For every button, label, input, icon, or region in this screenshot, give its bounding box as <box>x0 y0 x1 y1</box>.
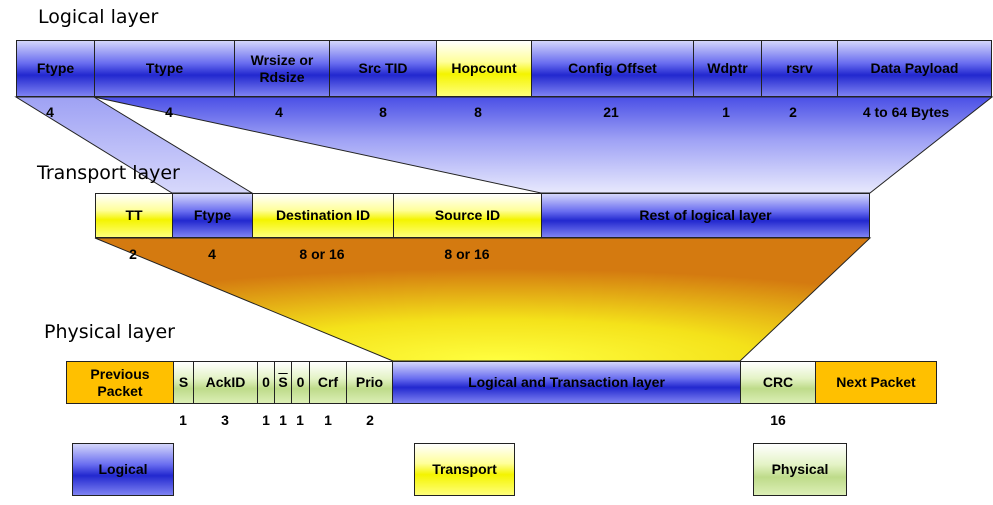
physical-field-s: S <box>173 361 194 404</box>
physical-field-logical-and-transaction-layer: Logical and Transaction layer <box>392 361 741 404</box>
physical-layer-title: Physical layer <box>44 321 175 343</box>
logical-size-wdptr: 1 <box>722 104 730 120</box>
physical-size-ackid: 3 <box>221 412 229 428</box>
transport-field-rest-of-logical-layer: Rest of logical layer <box>541 193 870 238</box>
physical-size-crf: 1 <box>324 412 332 428</box>
logical-size-config-offset: 21 <box>603 104 619 120</box>
logical-layer-title: Logical layer <box>38 6 159 28</box>
physical-field-zero-1: 0 <box>257 361 275 404</box>
transport-layer-title: Transport layer <box>37 162 180 184</box>
physical-size-zero-1: 1 <box>262 412 270 428</box>
transport-size-ftype: 4 <box>208 246 216 262</box>
transport-field-destination-id: Destination ID <box>252 193 394 238</box>
transport-field-tt: TT <box>95 193 173 238</box>
transport-size-source-id: 8 or 16 <box>444 246 490 262</box>
logical-size-ttype: 4 <box>165 104 173 120</box>
physical-field-ackid: AckID <box>193 361 258 404</box>
physical-field-crf: Crf <box>309 361 347 404</box>
transport-size-tt: 2 <box>129 246 137 262</box>
transport-size-destination-id: 8 or 16 <box>299 246 345 262</box>
legend-transport: Transport <box>414 443 515 496</box>
logical-size-src-tid: 8 <box>379 104 387 120</box>
physical-field-prio: Prio <box>346 361 393 404</box>
logical-size-ftype: 4 <box>46 104 54 120</box>
physical-field-previous-packet: Previous Packet <box>66 361 174 404</box>
logical-field-config-offset: Config Offset <box>531 40 694 97</box>
logical-field-rsrv: rsrv <box>761 40 838 97</box>
logical-size-data-payload: 4 to 64 Bytes <box>862 104 950 120</box>
logical-to-transport-rest-connector <box>93 96 993 194</box>
transport-field-source-id: Source ID <box>393 193 542 238</box>
logical-size-rsrv: 2 <box>789 104 797 120</box>
physical-size-s-bar: 1 <box>279 412 287 428</box>
logical-field-ttype: Ttype <box>94 40 235 97</box>
legend-physical: Physical <box>753 443 847 496</box>
physical-field-next-packet: Next Packet <box>815 361 937 404</box>
logical-field-data-payload: Data Payload <box>837 40 992 97</box>
logical-field-src-tid: Src TID <box>329 40 437 97</box>
logical-field-ftype: Ftype <box>16 40 95 97</box>
physical-size-zero-2: 1 <box>296 412 304 428</box>
transport-field-ftype: Ftype <box>172 193 253 238</box>
physical-size-prio: 2 <box>366 412 374 428</box>
logical-field-wdptr: Wdptr <box>693 40 762 97</box>
physical-field-s-bar: S <box>274 361 292 404</box>
logical-size-hopcount: 8 <box>474 104 482 120</box>
physical-size-s: 1 <box>179 412 187 428</box>
logical-field-wrsize-rdsize: Wrsize or Rdsize <box>234 40 330 97</box>
physical-field-zero-2: 0 <box>291 361 310 404</box>
legend-logical: Logical <box>72 443 174 496</box>
physical-size-crc: 16 <box>770 412 786 428</box>
logical-size-wrsize: 4 <box>275 104 283 120</box>
physical-field-crc: CRC <box>740 361 816 404</box>
logical-field-hopcount: Hopcount <box>436 40 532 97</box>
